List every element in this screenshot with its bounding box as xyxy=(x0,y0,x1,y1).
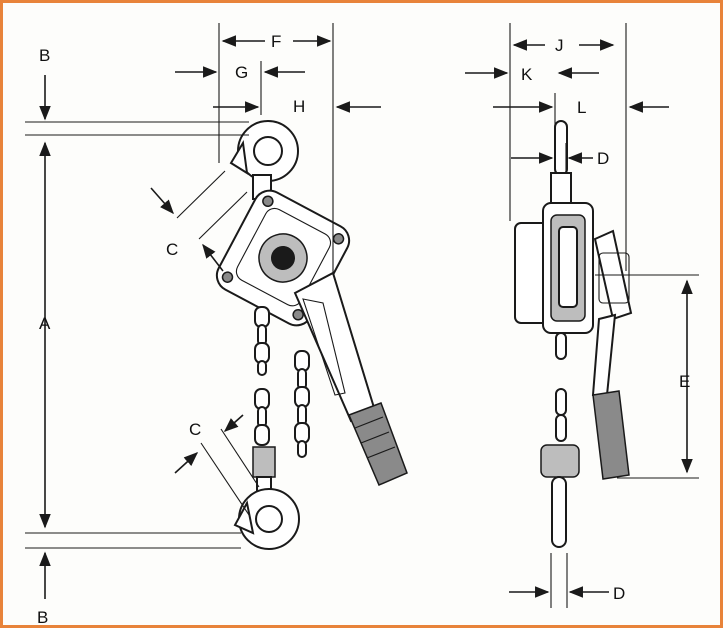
label-F: F xyxy=(271,32,281,51)
lever-handle xyxy=(293,271,408,486)
hoist-body xyxy=(215,189,351,327)
side-bottom-block xyxy=(540,444,580,478)
label-D-top: D xyxy=(597,149,609,168)
top-hook xyxy=(229,120,299,200)
side-top-hook xyxy=(554,120,568,176)
label-C-lower: C xyxy=(189,420,201,439)
side-bottom-hook xyxy=(551,476,567,548)
slack-chain xyxy=(294,350,310,458)
bottom-hook xyxy=(233,446,300,550)
front-view-hoist xyxy=(215,120,408,550)
side-lever xyxy=(591,229,633,480)
label-A: A xyxy=(39,314,51,333)
label-K: K xyxy=(521,65,533,84)
side-chain xyxy=(555,332,567,442)
lever-hoist-dimension-diagram: B A B C C F G H J K L D E D xyxy=(25,23,699,627)
label-G: G xyxy=(235,63,248,82)
label-J: J xyxy=(555,36,564,55)
load-chain xyxy=(254,306,270,446)
label-E: E xyxy=(679,372,690,391)
label-H: H xyxy=(293,97,305,116)
label-L: L xyxy=(577,98,586,117)
side-view-hoist xyxy=(514,120,633,548)
label-C-upper: C xyxy=(166,240,178,259)
label-B-bottom: B xyxy=(37,608,48,627)
front-view-dimensions xyxy=(25,23,381,599)
side-view-dimensions xyxy=(465,23,699,608)
label-B-top: B xyxy=(39,46,50,65)
label-D-bottom: D xyxy=(613,584,625,603)
